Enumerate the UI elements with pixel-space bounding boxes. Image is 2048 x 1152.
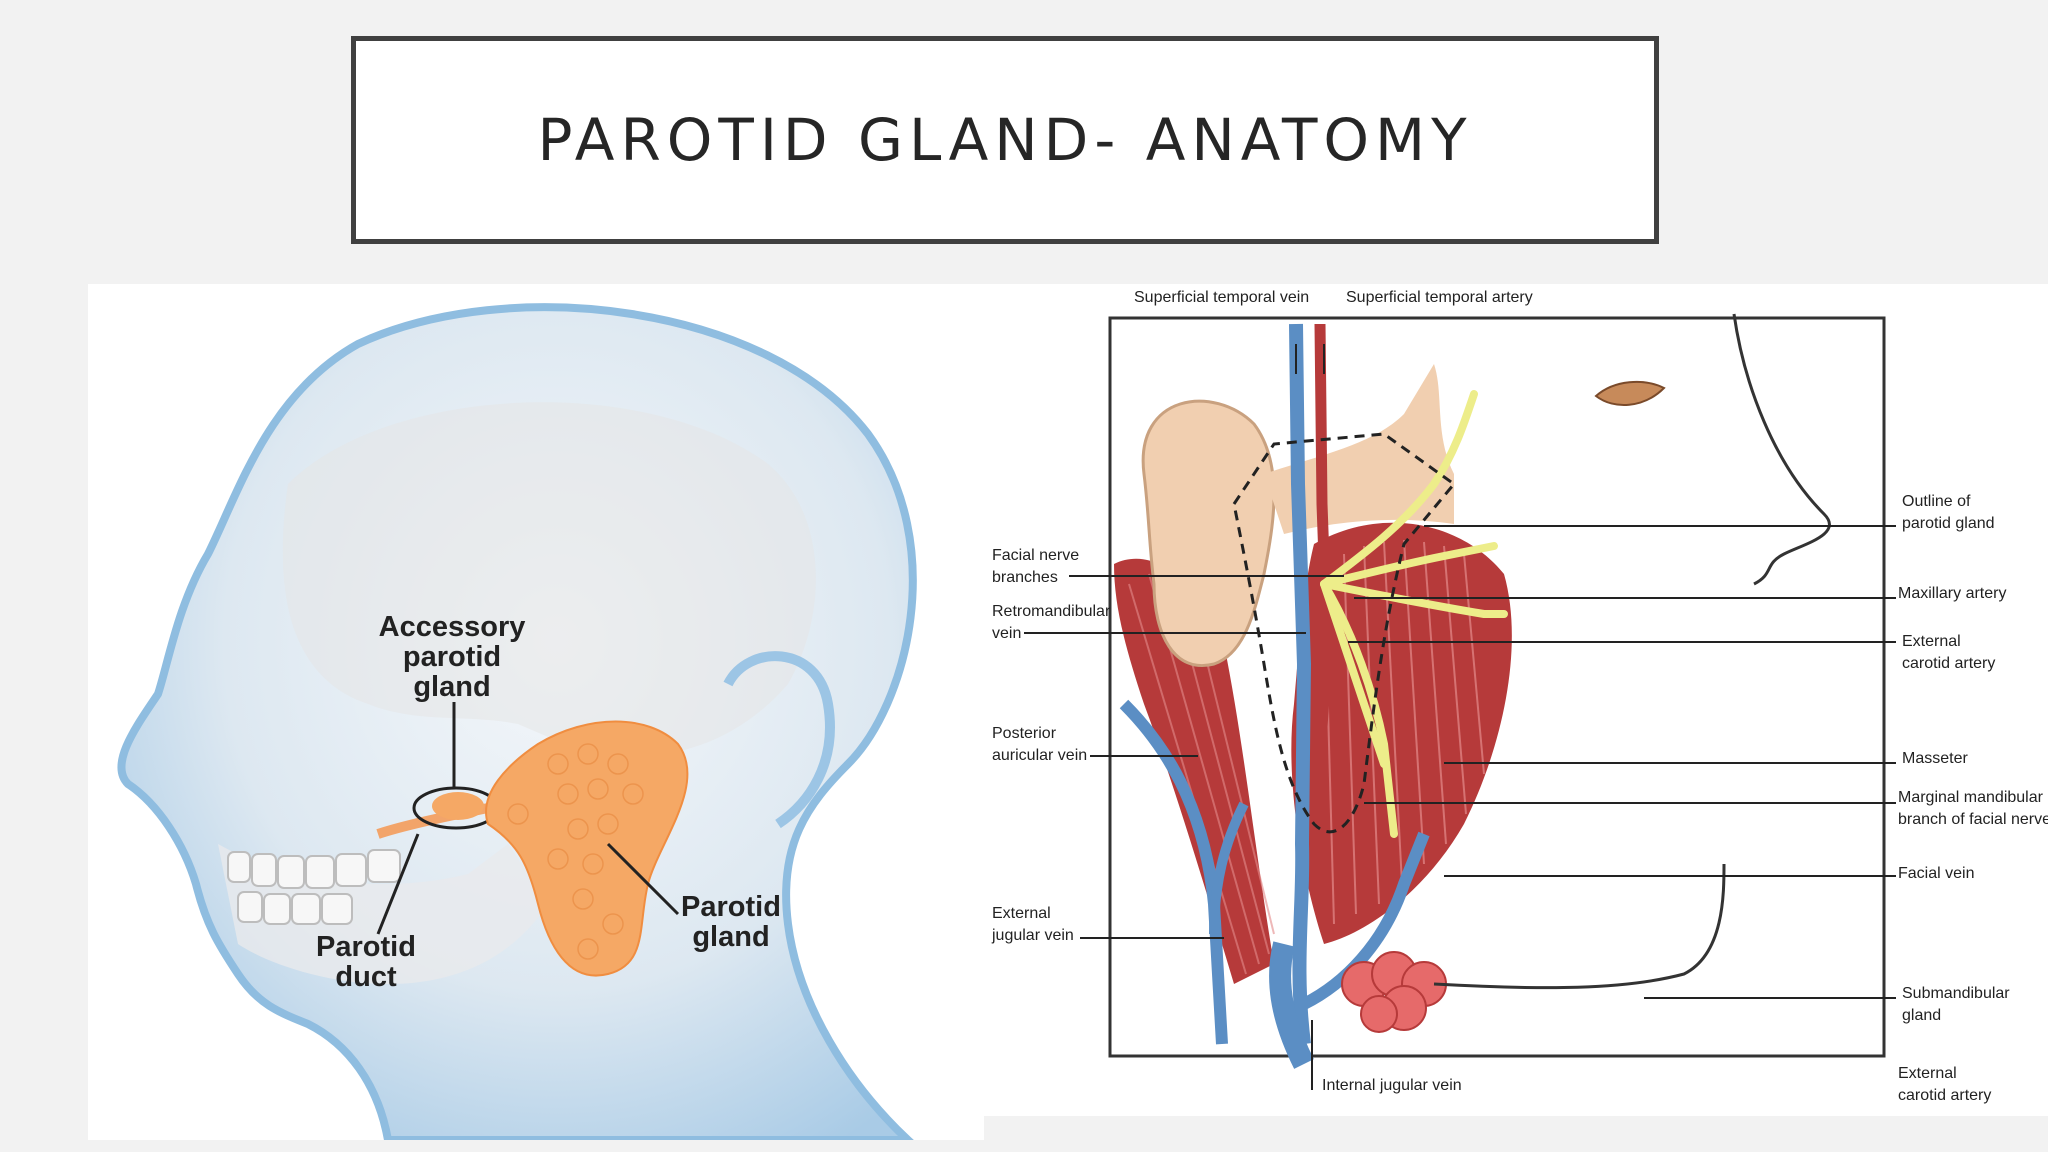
label-maxillary-artery: Maxillary artery [1898,585,2006,602]
label-gland-1: Parotid [681,891,781,923]
nose-profile [1732,313,1831,586]
posterior-auricular-vein [1209,801,1249,935]
internal-jugular-vein [1269,941,1314,1069]
label-duct-1: Parotid [316,931,416,963]
parotid-outline [1232,432,1457,834]
label-accessory-3: gland [413,671,490,703]
slide-title: PAROTID GLAND- ANATOMY [537,106,1473,174]
label-sup-temporal-artery: Superficial temporal artery [1346,289,1533,306]
label-facial-vein: Facial vein [1898,865,1974,882]
label-internal-jugular: Internal jugular vein [1322,1077,1462,1094]
label-duct-2: duct [335,961,397,993]
leader-lines [1024,344,1896,1090]
label-sup-temporal-vein: Superficial temporal vein [1134,289,1309,306]
teeth [227,849,401,925]
label-marginal-mandibular-2: branch of facial nerve [1898,811,2048,828]
label-facial-nerve-1: Facial nerve [992,547,1079,564]
anatomy-diagram: Superficial temporal vein Superficial te… [991,289,2048,1104]
ear [1141,399,1276,667]
label-external-carotid-1: External [1902,633,1961,650]
label-marginal-mandibular-1: Marginal mandibular [1898,789,2044,806]
head-illustration: Accessory parotid gland Parotid duct Par… [117,303,919,1144]
external-jugular-vein [1119,699,1228,1045]
submandibular-gland [1341,951,1447,1033]
label-external-jugular-2: jugular vein [991,927,1074,944]
leader-duct [376,833,420,935]
leader-gland [606,842,680,916]
accessory-gland [432,792,484,820]
label-external-carotid-2: carotid artery [1902,655,1995,672]
label-posterior-auricular-1: Posterior [992,725,1057,742]
label-retromandibular-2: vein [992,625,1021,642]
label-outline-parotid-1: Outline of [1902,493,1971,510]
eye [1594,380,1666,406]
label-outline-parotid-2: parotid gland [1902,515,1995,532]
label-retromandibular-1: Retromandibular [992,603,1111,620]
superficial-temporal-vein [1289,323,1312,1045]
label-facial-nerve-2: branches [992,569,1058,586]
gland-texture [507,743,644,960]
label-submandibular-1: Submandibular [1902,985,2010,1002]
anatomy-diagram-panel: Superficial temporal vein Superficial te… [984,284,2048,1116]
zygomatic-arch [1264,364,1454,534]
label-accessory-1: Accessory [379,611,526,643]
label-external-carotid-bottom-2: carotid artery [1898,1087,1991,1104]
label-external-jugular-1: External [992,905,1051,922]
facial-vein [1301,831,1430,1010]
skull-outline [282,402,816,758]
ear [723,651,835,829]
label-external-carotid-bottom-1: External [1898,1065,1957,1082]
label-accessory-2: parotid [403,641,501,673]
label-submandibular-2: gland [1902,1007,1941,1024]
facial-nerve-branches [1320,390,1508,838]
head-illustration-panel: Accessory parotid gland Parotid duct Par… [88,284,984,1144]
label-gland-2: gland [692,921,769,953]
label-masseter: Masseter [1902,750,1968,767]
mandible-line [1433,863,1726,990]
label-posterior-auricular-2: auricular vein [992,747,1087,764]
slide-title-box: PAROTID GLAND- ANATOMY [351,36,1659,244]
